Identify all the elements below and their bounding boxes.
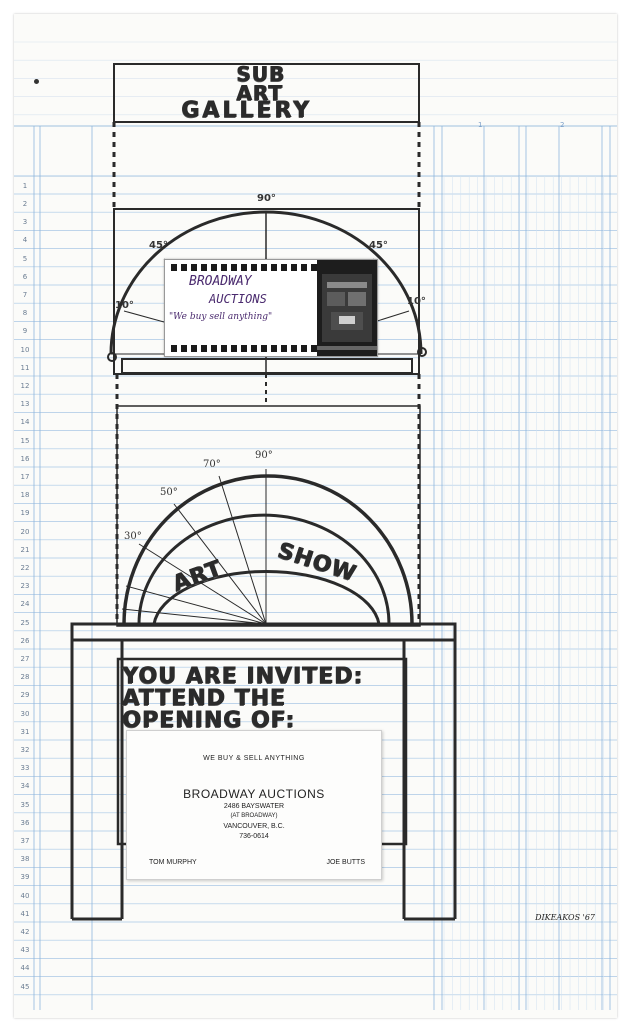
business-card: WE BUY & SELL ANYTHING BROADWAY AUCTIONS… — [126, 730, 382, 880]
row-number: 42 — [20, 928, 30, 936]
lower-dome-middle-arc — [137, 513, 391, 625]
row-number: 16 — [20, 454, 30, 463]
row-number: 3 — [22, 218, 28, 227]
angle-90-lower-label: 90° — [255, 450, 273, 461]
row-number: 2 — [22, 200, 28, 208]
row-number: 27 — [20, 655, 30, 663]
row-number: 13 — [20, 400, 30, 409]
row-number: 9 — [22, 327, 28, 336]
gallery-text: GALLERY — [181, 98, 312, 123]
artist-signature: DIKEAKOS '67 — [535, 913, 595, 922]
invite-line-2: ATTEND THE — [122, 686, 286, 711]
row-number: 37 — [20, 837, 30, 845]
row-number: 45 — [20, 982, 30, 991]
row-number: 28 — [20, 673, 30, 682]
row-number: 31 — [20, 727, 30, 736]
card-person-right: JOE BUTTS — [326, 859, 365, 866]
table-top — [70, 622, 457, 642]
row-number: 8 — [22, 309, 28, 318]
card-person-left: TOM MURPHY — [149, 859, 197, 866]
row-number: 15 — [20, 436, 30, 445]
art-text: ART — [236, 81, 283, 105]
row-number: 32 — [20, 746, 30, 754]
row-number: 44 — [20, 964, 30, 973]
card-tagline: WE BUY & SELL ANYTHING — [203, 755, 305, 762]
lower-dome-frame — [116, 405, 421, 627]
row-number: 17 — [20, 473, 30, 481]
storefront-photo — [317, 260, 377, 356]
angle-45-left-label: 45° — [149, 240, 168, 251]
row-number: 5 — [22, 254, 28, 263]
row-number: 19 — [20, 509, 30, 518]
column-number-1: 1 — [478, 121, 483, 129]
row-number: 4 — [22, 236, 28, 245]
ink-spot — [34, 79, 39, 84]
card-city: VANCOUVER, B.C. — [223, 823, 285, 830]
angle-50-label: 50° — [160, 487, 178, 498]
row-number: 23 — [20, 582, 30, 591]
row-number: 34 — [20, 782, 30, 791]
row-number: 6 — [22, 272, 28, 281]
row-number: 1 — [22, 181, 28, 190]
angle-10-left-label: 10° — [115, 300, 134, 311]
angle-90-label: 90° — [257, 193, 276, 204]
row-number: 26 — [20, 636, 30, 645]
angle-45-right-label: 45° — [369, 240, 388, 251]
row-number: 12 — [20, 382, 30, 390]
row-number: 21 — [20, 545, 30, 554]
row-number: 33 — [20, 764, 30, 773]
film-text-auctions: AUCTIONS — [209, 292, 267, 306]
card-company: BROADWAY AUCTIONS — [183, 787, 325, 801]
row-number: 14 — [20, 418, 30, 427]
row-number: 41 — [20, 909, 30, 918]
storefront-image — [317, 274, 377, 350]
card-address-1: 2486 BAYSWATER — [223, 803, 285, 810]
invite-line-1: YOU ARE INVITED: — [122, 664, 363, 689]
row-number: 38 — [20, 855, 30, 864]
lower-dome-outer-arc — [122, 474, 414, 625]
row-number: 20 — [20, 527, 30, 536]
angle-30-label: 30° — [124, 531, 142, 542]
angle-70-label: 70° — [203, 459, 221, 470]
row-number: 7 — [22, 291, 28, 299]
card-address-2: (AT BROADWAY) — [230, 813, 278, 819]
card-phone: 736-0614 — [239, 833, 269, 840]
row-number: 39 — [20, 873, 30, 882]
film-text-broadway: BROADWAY — [189, 274, 252, 289]
row-number: 18 — [20, 491, 30, 500]
film-text-slogan: "We buy sell anything" — [169, 312, 273, 322]
row-number: 30 — [20, 709, 30, 718]
architectural-drawing — [70, 63, 457, 921]
row-number: 29 — [20, 691, 30, 700]
row-number: 24 — [20, 600, 30, 609]
column-number-2: 2 — [560, 121, 565, 129]
film-sprocket-bottom — [171, 345, 329, 352]
row-number: 22 — [20, 564, 30, 572]
film-sprocket-top — [171, 264, 329, 271]
row-number: 43 — [20, 946, 30, 955]
sub-text: SUB — [236, 62, 285, 86]
film-strip-photo: BROADWAY AUCTIONS "We buy sell anything" — [164, 259, 378, 357]
row-number: 36 — [20, 818, 30, 827]
angle-10-right-label: 10° — [407, 296, 426, 307]
row-number: 10 — [20, 345, 30, 354]
invite-line-3: OPENING OF: — [122, 708, 295, 733]
gallery-sign-frame — [113, 63, 420, 123]
row-number: 11 — [20, 363, 30, 372]
row-number: 40 — [20, 891, 30, 900]
row-number: 25 — [20, 618, 30, 627]
row-number: 35 — [20, 800, 30, 809]
